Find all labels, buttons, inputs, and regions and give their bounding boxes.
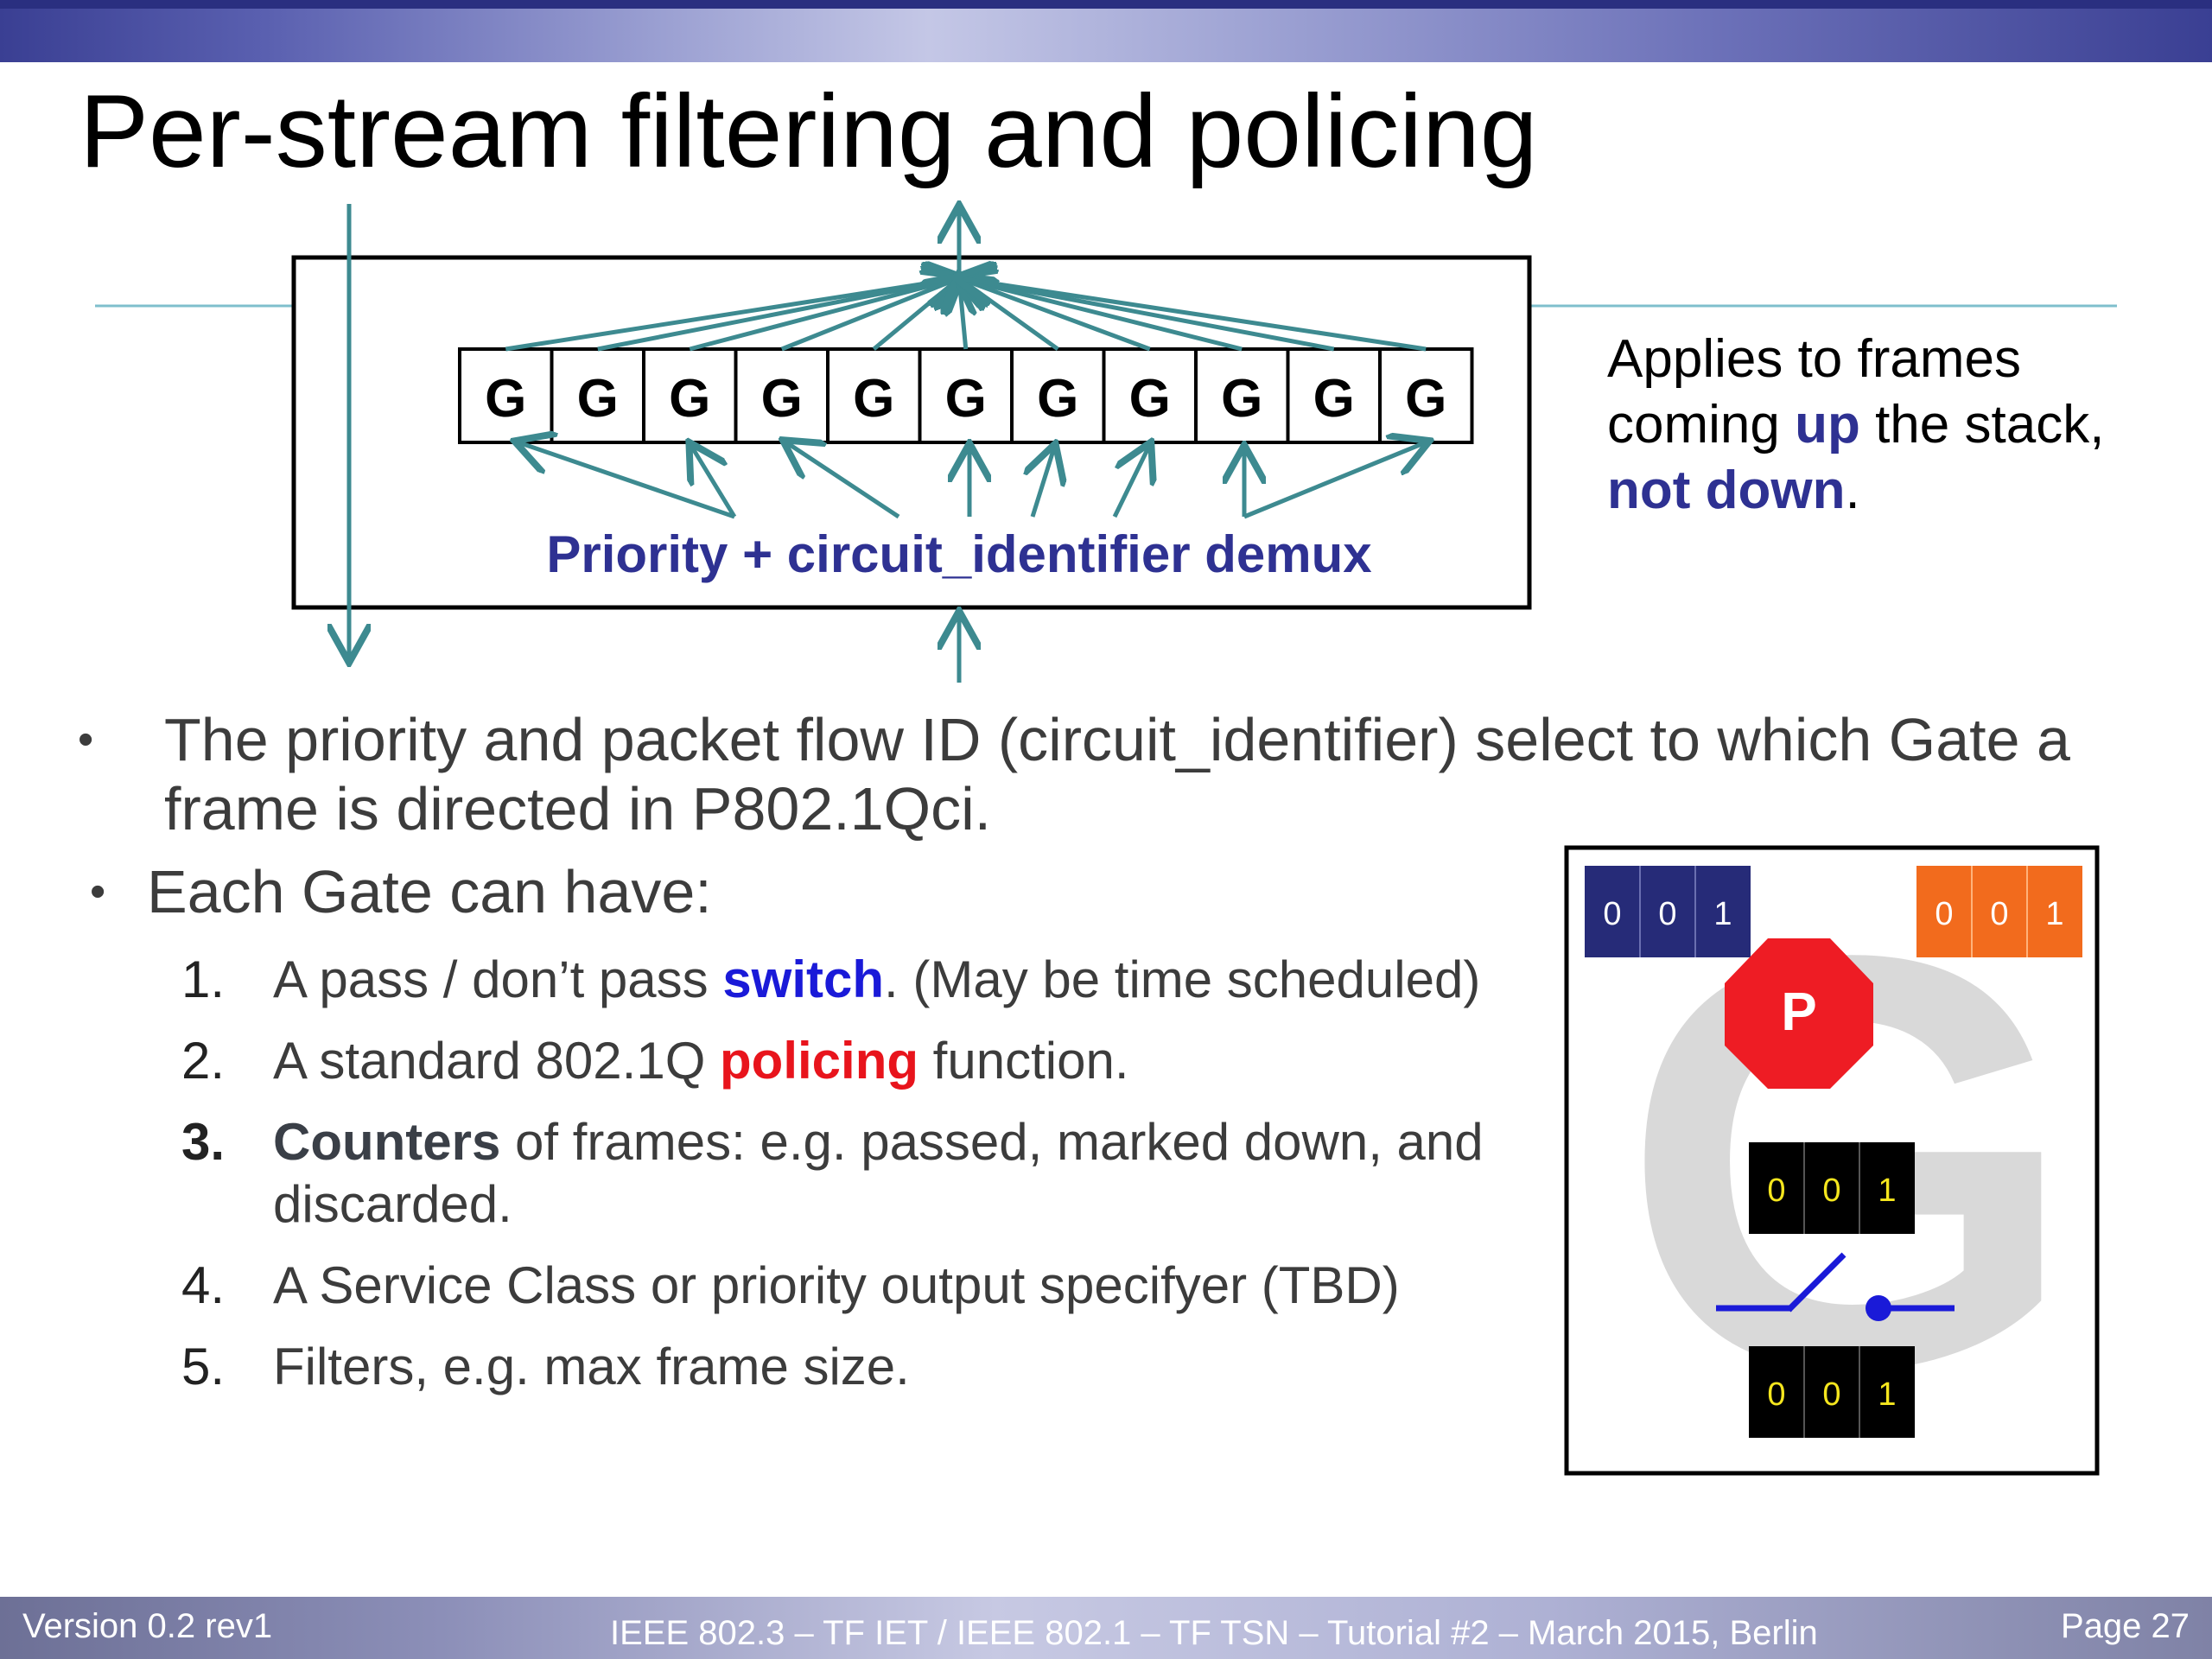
fan-line <box>505 278 959 352</box>
list-number: 5. <box>181 1338 226 1395</box>
gate-label: G <box>485 369 526 429</box>
footer-bar: Version 0.2 rev1 IEEE 802.3 – TF IET / I… <box>0 1597 2212 1659</box>
fan-line <box>689 278 959 352</box>
demux-arrow <box>1033 448 1054 518</box>
side-note-period: . <box>1845 461 1860 520</box>
list-text: Filters, e.g. max frame size. <box>273 1338 910 1395</box>
demux-arrow <box>1112 446 1149 518</box>
counter-digit: 1 <box>1878 1376 1896 1413</box>
bullet-text: The priority and packet flow ID (circuit… <box>164 706 2070 842</box>
list-item: 4. A Service Class or priority output sp… <box>181 1255 1529 1317</box>
list-number: 2. <box>181 1032 226 1090</box>
gate-label: G <box>1313 369 1355 429</box>
counter-digit: 1 <box>1713 896 1732 932</box>
footer-page-number: Page 27 <box>2060 1607 2190 1645</box>
side-note-not-down: not down <box>1607 461 1846 520</box>
list-item: 3. Counters of frames: e.g. passed, mark… <box>181 1111 1529 1236</box>
list-text: . (May be time scheduled) <box>884 950 1481 1008</box>
counter-black-top: 0 0 1 <box>1749 1142 1915 1234</box>
gate-label: G <box>945 369 987 429</box>
side-note-up: up <box>1795 395 1860 454</box>
slide-title: Per-stream filtering and policing <box>79 73 1538 189</box>
fan-line <box>959 278 1427 352</box>
counter-orange: 0 0 1 <box>1916 866 2082 957</box>
policer-stop-sign-icon: P <box>1725 938 1873 1089</box>
bullet-dot: • <box>90 867 106 917</box>
bullet-dot: • <box>78 715 94 765</box>
list-item: 1. A pass / don’t pass switch. (May be t… <box>181 949 1529 1011</box>
fan-in-lines <box>505 278 1427 352</box>
bullet-text: Each Gate can have: <box>147 858 712 925</box>
counter-black-bottom: 0 0 1 <box>1749 1346 1915 1438</box>
fan-line <box>959 278 1335 352</box>
list-keyword: switch <box>722 950 885 1008</box>
counter-digit: 0 <box>1822 1173 1840 1209</box>
gate-cell <box>1286 347 1382 444</box>
list-number: 4. <box>181 1256 226 1314</box>
counter-digit: 1 <box>2045 896 2063 932</box>
gate-label: G <box>761 369 803 429</box>
counter-digit: 0 <box>1658 896 1676 932</box>
side-note-line2-c: the stack, <box>1859 395 2105 454</box>
gate-capabilities-list: 1. A pass / don’t pass switch. (May be t… <box>181 949 1529 1417</box>
pass-switch-icon <box>1716 1252 1955 1321</box>
gate-cell <box>1378 347 1474 444</box>
counter-digit: 0 <box>1935 896 1953 932</box>
list-item: 2. A standard 802.1Q policing function. <box>181 1030 1529 1092</box>
bullet-list: • The priority and packet flow ID (circu… <box>78 705 2134 926</box>
side-note: Applies to frames coming up the stack, n… <box>1607 327 2160 524</box>
gate-label: G <box>1037 369 1078 429</box>
bullet-item: • The priority and packet flow ID (circu… <box>78 705 2134 843</box>
counter-digit: 0 <box>1767 1173 1785 1209</box>
gate-cell <box>826 347 922 444</box>
gate-label: G <box>1405 369 1446 429</box>
gate-label: G <box>1129 369 1171 429</box>
gate-label: G <box>853 369 894 429</box>
footer-event: IEEE 802.3 – TF IET / IEEE 802.1 – TF TS… <box>610 1614 1818 1652</box>
gate-cell <box>642 347 738 444</box>
list-text: A standard 802.1Q <box>273 1032 721 1090</box>
gate-cell <box>550 347 645 444</box>
counter-digit: 0 <box>1822 1376 1840 1413</box>
list-text: of frames: e.g. passed, marked down, and… <box>273 1113 1484 1233</box>
bullet-item: • Each Gate can have: <box>78 857 2134 926</box>
list-keyword: policing <box>720 1032 919 1090</box>
demux-arrow <box>518 442 735 519</box>
footer-version: Version 0.2 rev1 <box>22 1607 273 1645</box>
list-item: 5. Filters, e.g. max frame size. <box>181 1336 1529 1398</box>
gate-label: G <box>1221 369 1262 429</box>
side-note-line2-a: coming <box>1607 395 1796 454</box>
gate-cell <box>458 347 554 444</box>
list-keyword: Counters <box>273 1113 501 1171</box>
gate-label: G <box>669 369 710 429</box>
side-note-line1: Applies to frames <box>1607 329 2021 389</box>
top-banner <box>0 0 2212 62</box>
fan-line <box>597 278 959 352</box>
counter-blue: 0 0 1 <box>1585 866 1751 957</box>
list-text: A Service Class or priority output speci… <box>273 1256 1400 1314</box>
demux-arrow <box>786 442 900 519</box>
demux-arrow <box>691 446 737 518</box>
list-text: A pass / don’t pass <box>273 950 723 1008</box>
demux-label: Priority + circuit_identifier demux <box>546 525 1371 583</box>
gate-detail-figure: G 0 0 1 0 0 1 P 0 0 1 <box>1564 845 2100 1476</box>
demux-arrow <box>1243 442 1426 519</box>
counter-digit: 1 <box>1878 1173 1896 1209</box>
counter-digit: 0 <box>1990 896 2008 932</box>
counter-digit: 0 <box>1767 1376 1785 1413</box>
counter-digit: 0 <box>1603 896 1621 932</box>
demux-arrows <box>518 442 1426 519</box>
policer-label: P <box>1781 982 1816 1042</box>
list-number: 1. <box>181 950 226 1008</box>
list-text: function. <box>918 1032 1129 1090</box>
fan-line <box>959 278 1243 352</box>
list-number: 3. <box>181 1113 226 1171</box>
gate-label: G <box>577 369 619 429</box>
